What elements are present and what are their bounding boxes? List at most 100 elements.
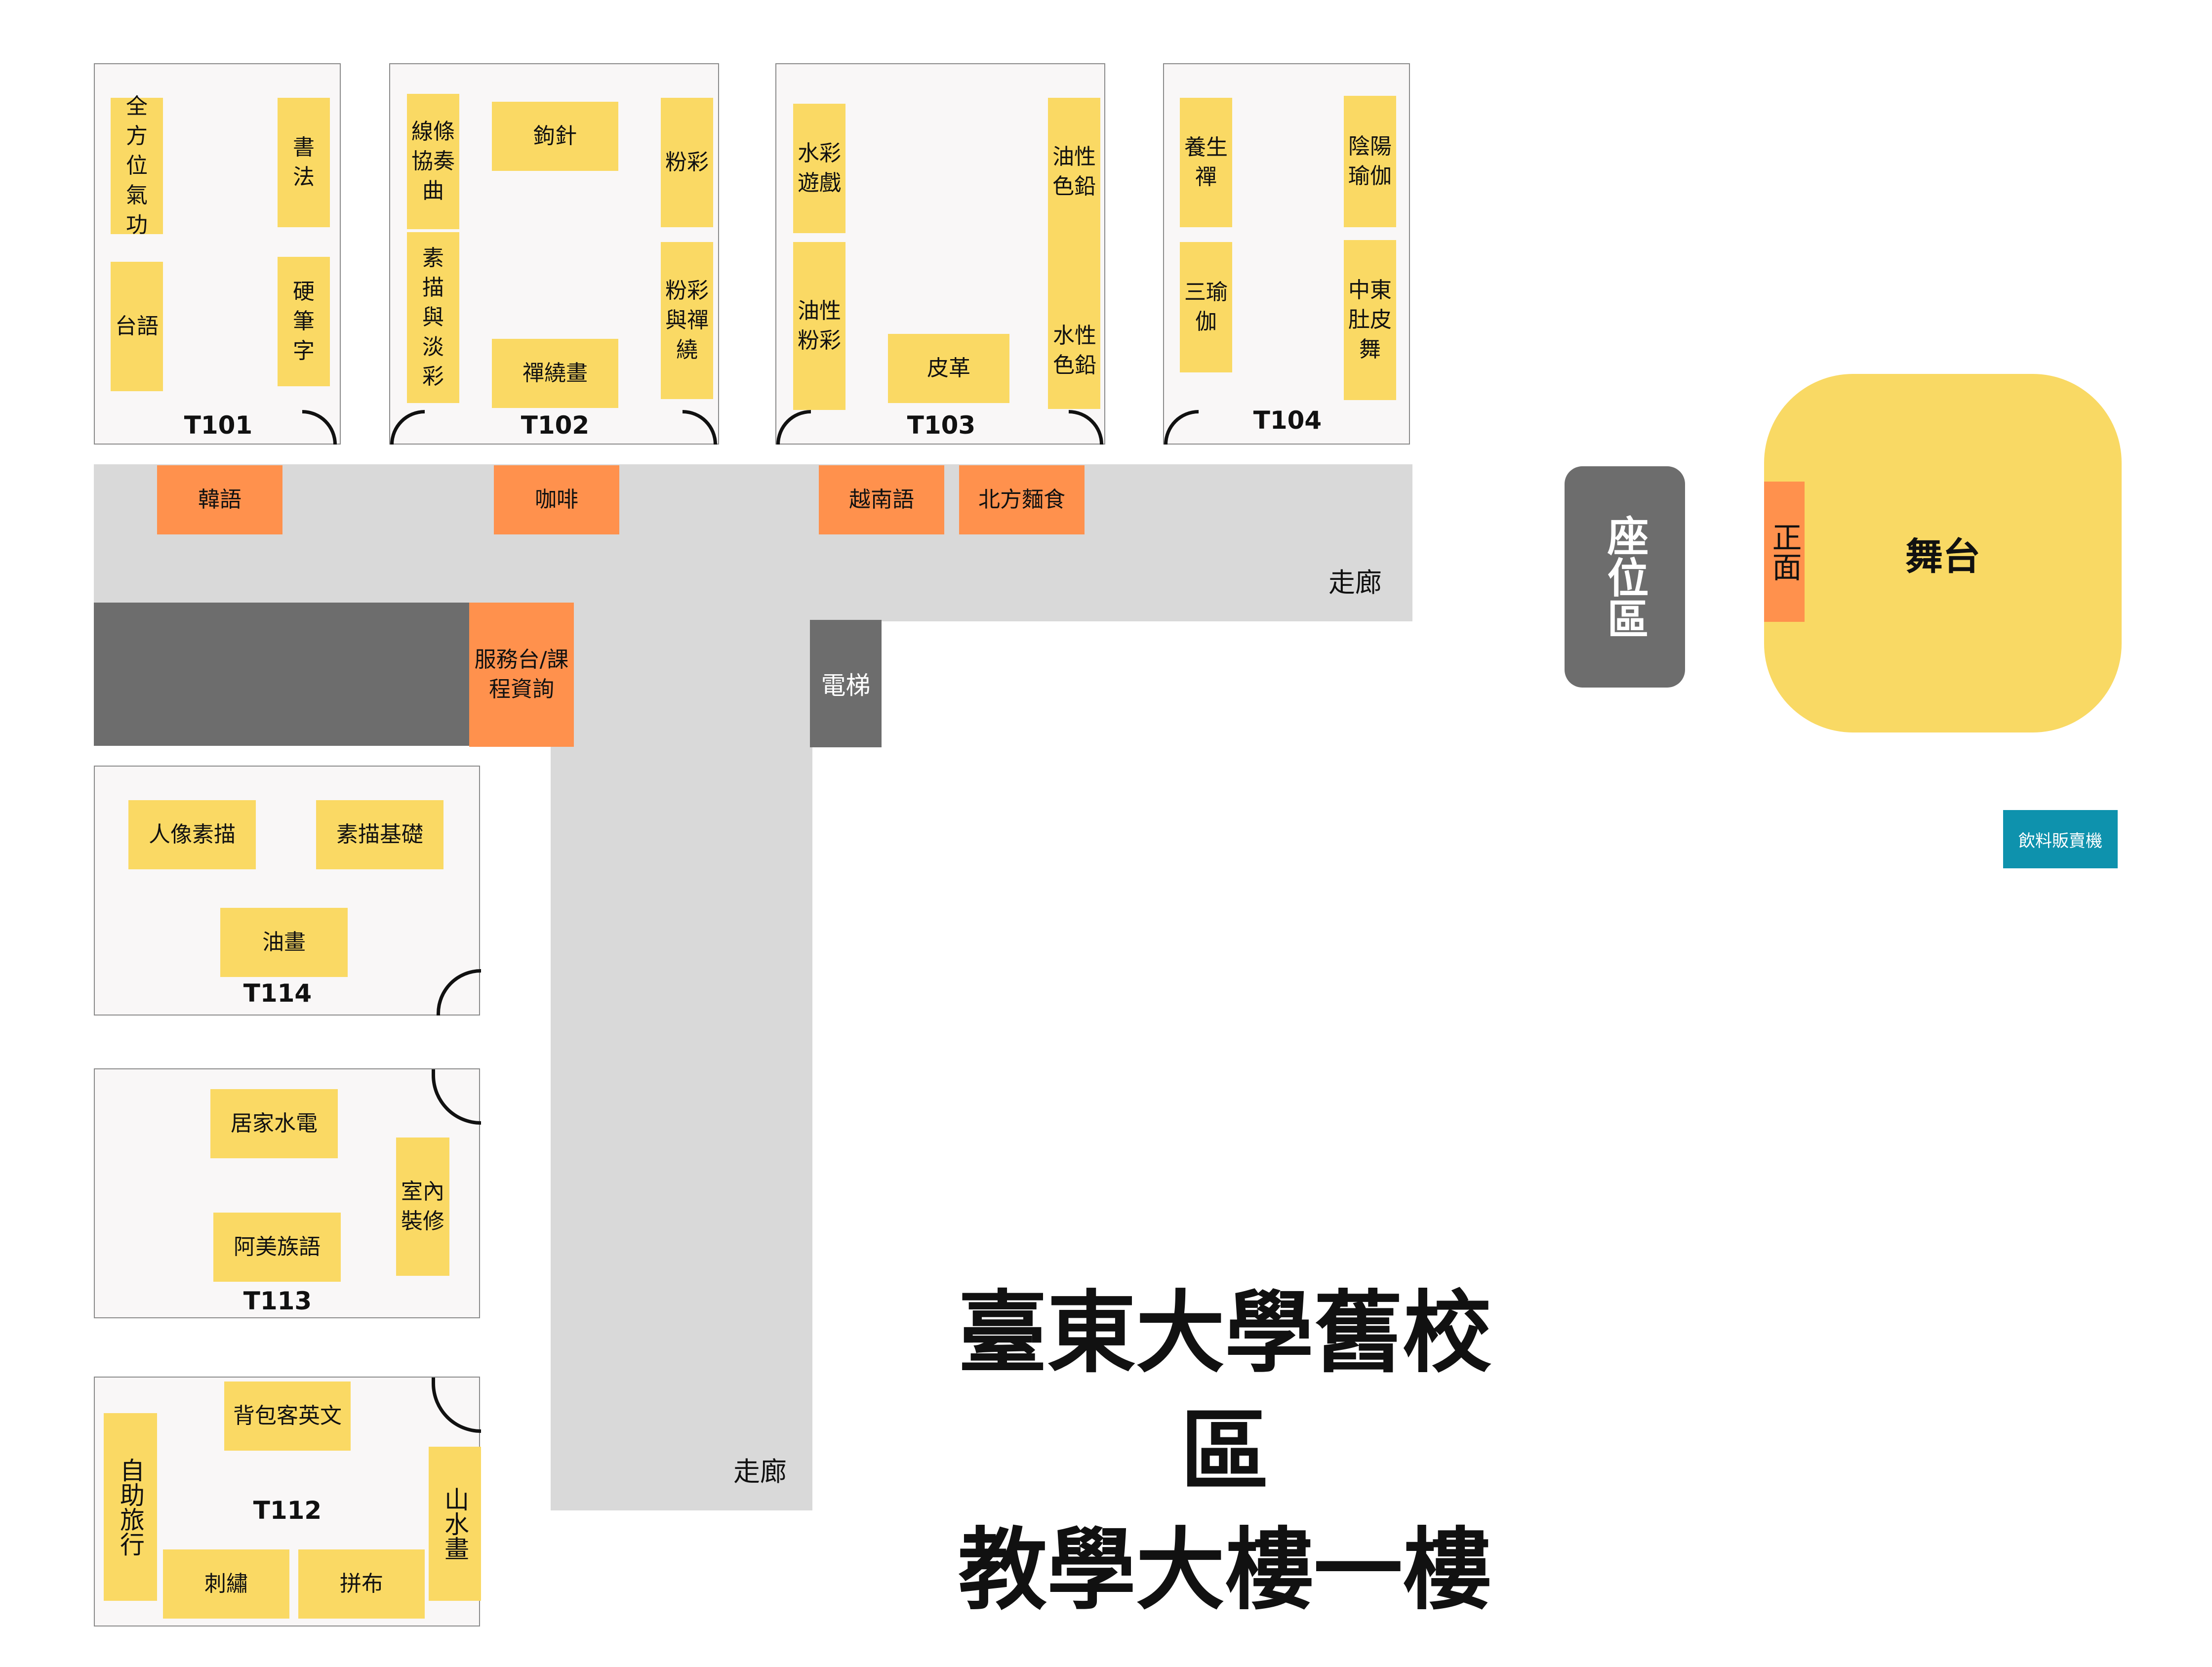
door-icon xyxy=(302,410,337,445)
corridor-label-south: 走廊 xyxy=(733,1456,787,1487)
map-title-line-1: 臺東大學舊校區 xyxy=(958,1282,1491,1504)
course-note[interactable]: 鉤針 xyxy=(492,102,618,171)
course-label: 硬筆字 xyxy=(293,279,315,364)
course-note[interactable]: 人像素描 xyxy=(128,800,256,869)
course-note[interactable]: 油性色鉛 xyxy=(1048,98,1100,409)
course-note[interactable]: 線條協奏曲 xyxy=(407,94,459,229)
door-icon xyxy=(432,1069,481,1125)
corridor-label-east: 走廊 xyxy=(1328,567,1382,598)
course-note[interactable]: 養生禪 xyxy=(1180,98,1232,227)
course-label: 陰陽瑜伽 xyxy=(1348,134,1392,189)
course-note[interactable]: 全方位氣功 xyxy=(111,94,163,238)
course-note[interactable]: 中東肚皮舞 xyxy=(1344,240,1396,400)
course-note[interactable]: 書法 xyxy=(278,98,330,227)
room-label: T112 xyxy=(253,1496,322,1525)
restricted-block xyxy=(94,603,469,746)
course-note[interactable]: 水彩遊戲 xyxy=(793,104,845,233)
room-t113[interactable]: 居家水電 室內裝修 阿美族語 T113 xyxy=(94,1068,481,1318)
vending-machine-label: 飲料販賣機 xyxy=(2018,831,2102,851)
room-t103[interactable]: 水彩遊戲 油性色鉛 油性粉彩 皮革 水性色鉛 T103 xyxy=(775,63,1105,445)
course-note[interactable]: 素描基礎 xyxy=(316,800,443,869)
door-icon xyxy=(437,969,481,1016)
course-note[interactable]: 油性粉彩 xyxy=(793,242,845,410)
course-note[interactable]: 油畫 xyxy=(220,908,348,977)
room-label: T113 xyxy=(243,1287,312,1315)
course-note[interactable]: 自助旅行 xyxy=(104,1413,157,1601)
service-desk[interactable]: 服務台/課程資詢 xyxy=(469,603,574,747)
course-note[interactable]: 三瑜伽 xyxy=(1180,242,1232,372)
room-t102[interactable]: 線條協奏曲 鉤針 粉彩 素描與淡彩 粉彩與禪繞 禪繞畫 T102 xyxy=(389,63,719,445)
booth-northern-noodles[interactable]: 北方麵食 xyxy=(959,465,1085,534)
course-note[interactable]: 素描與淡彩 xyxy=(407,232,459,403)
course-label: 油畫 xyxy=(262,930,306,955)
course-note[interactable]: 阿美族語 xyxy=(213,1213,341,1282)
stage[interactable]: 舞台 xyxy=(1764,374,2122,732)
course-note[interactable]: 粉彩與禪繞 xyxy=(661,242,713,399)
course-note[interactable]: 台語 xyxy=(111,262,163,391)
map-title-line-2: 教學大樓一樓 xyxy=(958,1519,1491,1622)
elevator[interactable]: 電梯 xyxy=(810,620,882,747)
room-t104[interactable]: 養生禪 陰陽瑜伽 三瑜伽 中東肚皮舞 T104 xyxy=(1163,63,1410,445)
course-note[interactable]: 粉彩 xyxy=(661,98,713,227)
course-note[interactable]: 刺繡 xyxy=(163,1549,289,1619)
course-label: 居家水電 xyxy=(231,1111,318,1136)
course-label: 背包客英文 xyxy=(233,1403,342,1428)
course-label: 台語 xyxy=(115,314,159,339)
map-title: 臺東大學舊校區 教學大樓一樓 xyxy=(928,1274,1521,1630)
booth-coffee-label: 咖啡 xyxy=(535,487,578,512)
course-note[interactable]: 居家水電 xyxy=(210,1089,338,1158)
seating-area-label: 座位區 xyxy=(1601,515,1649,639)
course-label: 粉彩 xyxy=(665,150,709,175)
course-label: 阿美族語 xyxy=(234,1234,321,1260)
course-label: 線條協奏曲 xyxy=(411,119,455,203)
door-icon xyxy=(1069,410,1103,445)
course-label: 全方位氣功 xyxy=(126,94,148,238)
course-label: 油性色鉛 xyxy=(1052,144,1096,199)
course-label: 室內裝修 xyxy=(401,1179,444,1234)
course-note[interactable]: 皮革 xyxy=(888,334,1009,403)
vending-machine[interactable]: 飲料販賣機 xyxy=(2003,810,2118,868)
course-label: 鉤針 xyxy=(533,123,577,149)
room-label: T102 xyxy=(521,411,590,440)
course-label: 書法 xyxy=(293,135,315,190)
course-note[interactable]: 水性色鉛 xyxy=(1051,301,1098,400)
course-note[interactable]: 硬筆字 xyxy=(278,257,330,386)
main-corridor-vertical xyxy=(551,621,812,1510)
room-label: T101 xyxy=(184,411,253,440)
course-label: 拼布 xyxy=(340,1571,383,1596)
door-icon xyxy=(776,410,811,445)
room-t101[interactable]: 全方位氣功 書法 台語 硬筆字 T101 xyxy=(94,63,341,445)
course-note[interactable]: 山水畫 xyxy=(429,1447,481,1601)
main-corridor-horizontal xyxy=(94,464,1412,621)
course-note[interactable]: 拼布 xyxy=(298,1549,425,1619)
booth-coffee[interactable]: 咖啡 xyxy=(494,465,619,534)
booth-northern-noodles-label: 北方麵食 xyxy=(978,487,1065,512)
course-note[interactable]: 背包客英文 xyxy=(224,1382,351,1451)
room-label: T114 xyxy=(243,979,312,1008)
service-desk-label: 服務台/課程資詢 xyxy=(474,647,569,702)
elevator-label: 電梯 xyxy=(821,671,871,700)
stage-front-marker: 正面 xyxy=(1764,482,1805,622)
room-t112[interactable]: 背包客英文 自助旅行 山水畫 T112 刺繡 拼布 xyxy=(94,1377,481,1626)
booth-vietnamese[interactable]: 越南語 xyxy=(819,465,944,534)
course-label: 禪繞畫 xyxy=(523,361,588,386)
room-label: T103 xyxy=(907,411,976,440)
course-label: 油性粉彩 xyxy=(798,298,841,353)
course-note[interactable]: 禪繞畫 xyxy=(492,339,618,408)
door-icon xyxy=(683,410,717,445)
booth-korean[interactable]: 韓語 xyxy=(157,465,282,534)
door-icon xyxy=(432,1378,481,1433)
room-t114[interactable]: 人像素描 素描基礎 油畫 T114 xyxy=(94,766,481,1016)
seating-area[interactable]: 座位區 xyxy=(1565,466,1685,688)
course-label: 水性色鉛 xyxy=(1053,323,1096,378)
booth-vietnamese-label: 越南語 xyxy=(849,487,914,512)
course-label: 刺繡 xyxy=(204,1571,248,1596)
stage-label: 舞台 xyxy=(1905,534,1980,578)
course-note[interactable]: 室內裝修 xyxy=(396,1138,449,1276)
door-icon xyxy=(390,410,425,445)
course-label: 山水畫 xyxy=(441,1487,469,1561)
course-label: 粉彩與禪繞 xyxy=(665,278,709,363)
course-label: 皮革 xyxy=(927,356,970,381)
course-note[interactable]: 陰陽瑜伽 xyxy=(1344,96,1396,227)
course-label: 素描基礎 xyxy=(336,822,423,847)
